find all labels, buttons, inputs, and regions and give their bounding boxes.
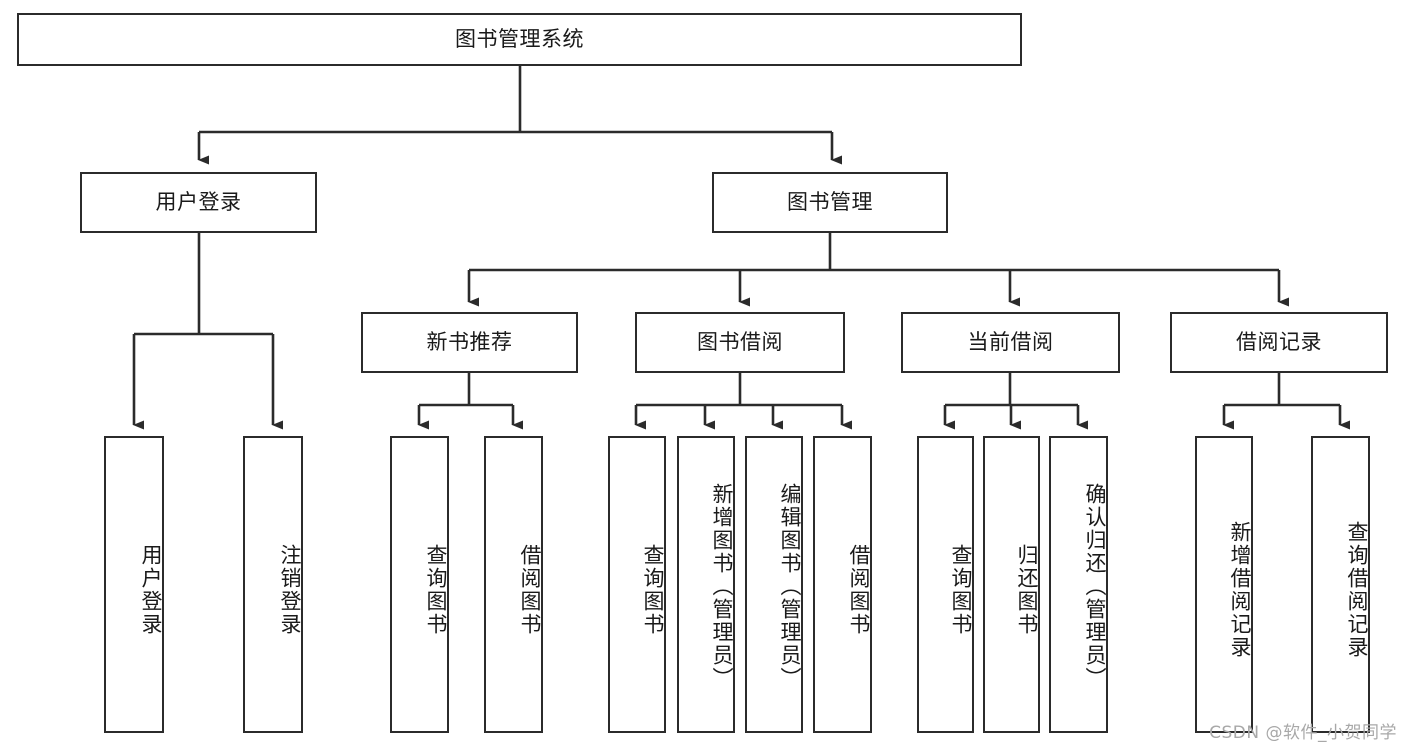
node-label: 图书借阅 [697, 330, 783, 355]
node-label: 归还图书 [1015, 543, 1039, 636]
csdn-watermark: CSDN @软件_小贺同学 [1209, 723, 1397, 743]
node-label: 查询图书 [641, 543, 665, 636]
node-label: 新增借阅记录 [1228, 520, 1252, 659]
node-book-manage[interactable]: 图书管理 [712, 172, 948, 233]
node-book-borrow[interactable]: 图书借阅 [635, 312, 845, 373]
leaf-confirm-return[interactable]: 确认归还（管理员） [1049, 436, 1108, 733]
leaf-logout-login[interactable]: 注销登录 [243, 436, 303, 733]
leaf-return-book[interactable]: 归还图书 [983, 436, 1040, 733]
node-label: 新书推荐 [426, 330, 513, 355]
node-label: 查询图书 [424, 543, 448, 636]
node-label: 新增图书（管理员） [710, 483, 734, 690]
leaf-add-book[interactable]: 新增图书（管理员） [677, 436, 735, 733]
node-label: 查询借阅记录 [1345, 520, 1369, 659]
leaf-query-book-2[interactable]: 查询图书 [608, 436, 666, 733]
leaf-user-login[interactable]: 用户登录 [104, 436, 164, 733]
node-label: 借阅图书 [518, 543, 542, 636]
node-label: 编辑图书（管理员） [778, 483, 802, 690]
node-label: 借阅记录 [1236, 330, 1322, 355]
leaf-borrow-book-2[interactable]: 借阅图书 [813, 436, 872, 733]
node-label: 查询图书 [949, 543, 973, 636]
node-label: 图书管理 [787, 190, 873, 215]
leaf-borrow-book-1[interactable]: 借阅图书 [484, 436, 543, 733]
leaf-query-book-3[interactable]: 查询图书 [917, 436, 974, 733]
node-label: 确认归还（管理员） [1083, 483, 1107, 690]
node-new-book-recommend[interactable]: 新书推荐 [361, 312, 578, 373]
node-label: 用户登录 [155, 190, 242, 215]
node-root-system[interactable]: 图书管理系统 [17, 13, 1022, 66]
node-user-login[interactable]: 用户登录 [80, 172, 317, 233]
node-label: 注销登录 [278, 543, 302, 636]
node-label: 借阅图书 [847, 543, 871, 636]
leaf-query-book-1[interactable]: 查询图书 [390, 436, 449, 733]
node-borrow-record[interactable]: 借阅记录 [1170, 312, 1388, 373]
leaf-query-record[interactable]: 查询借阅记录 [1311, 436, 1370, 733]
leaf-edit-book[interactable]: 编辑图书（管理员） [745, 436, 803, 733]
node-label: 当前借阅 [967, 330, 1054, 355]
node-label: 图书管理系统 [455, 27, 584, 52]
node-current-borrow[interactable]: 当前借阅 [901, 312, 1120, 373]
leaf-add-record[interactable]: 新增借阅记录 [1195, 436, 1253, 733]
node-label: 用户登录 [139, 543, 163, 636]
